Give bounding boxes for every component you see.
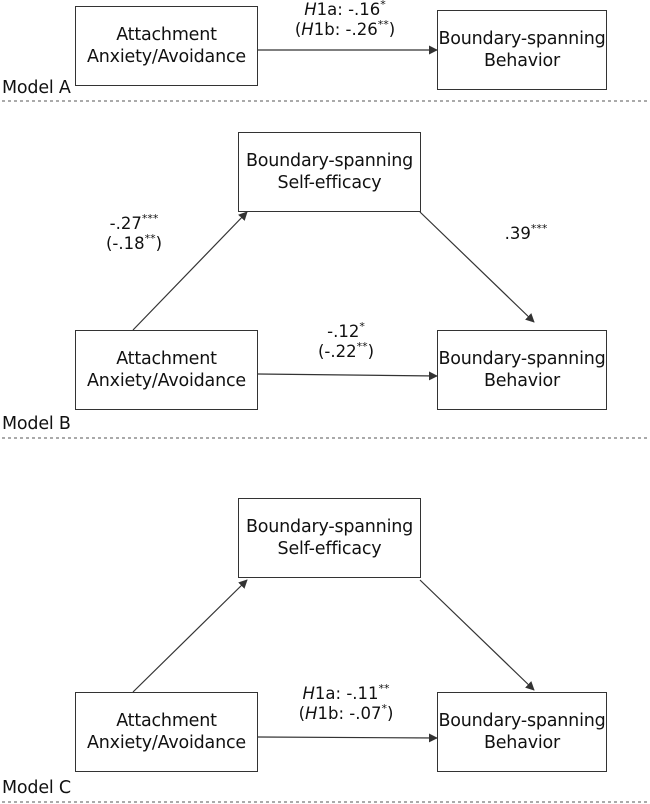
model-c-title: Model C: [2, 778, 71, 798]
model-b-arrow-b: [419, 211, 535, 323]
model-a-outcome-line2: Behavior: [483, 51, 561, 71]
model-a-outcome-line1: Boundary-spanning: [438, 29, 606, 49]
model-a-title: Model A: [2, 78, 71, 98]
model-b-predictor-line2: Anxiety/Avoidance: [87, 371, 246, 391]
model-a-predictor-box: Attachment Anxiety/Avoidance: [75, 6, 258, 86]
model-c-path-c-label: H1a: -.11** (H1b: -.07*): [276, 682, 416, 724]
model-c-arrow-a: [132, 579, 248, 693]
model-b-path-a-label: -.27*** (-.18**): [105, 212, 163, 253]
model-c-predictor-line1: Attachment: [116, 711, 217, 731]
model-b-mediator-line1: Boundary-spanning: [245, 151, 414, 171]
model-c-outcome-line1: Boundary-spanning: [438, 711, 606, 731]
model-a-path-c-line1: H1a: -.16*: [304, 0, 386, 19]
model-c-arrow-c: [257, 733, 438, 743]
model-c-mediator-line2: Self-efficacy: [277, 539, 382, 559]
model-c-mediator-line1: Boundary-spanning: [245, 517, 414, 537]
model-b-mediator-box: Boundary-spanning Self-efficacy: [238, 132, 421, 212]
model-b-path-b-label: .39***: [504, 222, 548, 243]
model-c-predictor-line2: Anxiety/Avoidance: [87, 733, 246, 753]
model-a-predictor-line2: Anxiety/Avoidance: [87, 47, 246, 67]
model-b-outcome-line1: Boundary-spanning: [438, 349, 606, 369]
model-a-predictor-line1: Attachment: [116, 25, 217, 45]
model-c-predictor-box: Attachment Anxiety/Avoidance: [75, 692, 258, 772]
model-a-path-c-line2: (H1b: -.26**): [294, 18, 396, 39]
model-b-title: Model B: [2, 414, 71, 434]
model-a-outcome-box: Boundary-spanning Behavior: [437, 10, 607, 90]
model-c-outcome-box: Boundary-spanning Behavior: [437, 692, 607, 772]
model-b-mediator-line2: Self-efficacy: [277, 173, 382, 193]
model-b-path-c-label: -.12* (-.22**): [317, 320, 375, 361]
model-b-arrow-c: [257, 371, 438, 381]
model-b-predictor-line1: Attachment: [116, 349, 217, 369]
model-b-arrow-a: [132, 211, 248, 331]
model-c-arrow-b: [419, 579, 535, 691]
model-c-path-c-line1: H1a: -.11**: [302, 682, 390, 703]
model-b-outcome-box: Boundary-spanning Behavior: [437, 330, 607, 410]
model-c-path-c-line2: (H1b: -.07*): [298, 702, 394, 723]
model-c-outcome-line2: Behavior: [483, 733, 561, 753]
model-a-path-c-label: H1a: -.16* (H1b: -.26**): [280, 0, 410, 40]
model-c-mediator-box: Boundary-spanning Self-efficacy: [238, 498, 421, 578]
model-b-predictor-box: Attachment Anxiety/Avoidance: [75, 330, 258, 410]
model-b-outcome-line2: Behavior: [483, 371, 561, 391]
